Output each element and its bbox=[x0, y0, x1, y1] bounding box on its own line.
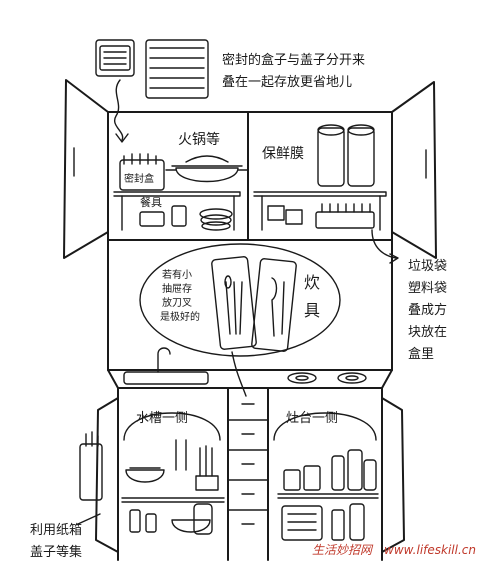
stove-side-items bbox=[277, 449, 379, 541]
cutlery-label-2: 具 bbox=[304, 301, 320, 320]
drawer-tip-line3: 放刀叉 bbox=[162, 296, 192, 309]
drawer-bubble bbox=[139, 243, 341, 357]
upper-right-door bbox=[391, 81, 437, 259]
upper-left-shelf bbox=[113, 191, 241, 231]
drawer-tip-line1: 若有小 bbox=[162, 268, 192, 281]
drawer-tip-line4: 是极好的 bbox=[160, 310, 200, 323]
cling-film-rolls bbox=[317, 124, 375, 187]
sealed-box-label: 密封盒 bbox=[124, 172, 154, 185]
bag-tip-line1: 垃圾袋 bbox=[408, 259, 447, 274]
lower-right-door bbox=[381, 397, 405, 553]
upper-left-door bbox=[63, 79, 109, 259]
watermark-cn: 生活妙招网 bbox=[312, 543, 374, 557]
sink-side-arch bbox=[123, 412, 221, 441]
bag-box-items bbox=[267, 203, 375, 229]
hotpot-pan bbox=[165, 155, 249, 183]
tableware-label: 餐具 bbox=[140, 195, 162, 209]
container-tip-line2: 叠在一起存放更省地儿 bbox=[222, 75, 352, 90]
stove-burners bbox=[287, 372, 367, 384]
carton-tip-line1: 利用纸箱 bbox=[30, 522, 82, 538]
carton-tip-line2: 盖子等集 bbox=[30, 544, 82, 560]
bag-tip-line3: 叠成方 bbox=[408, 302, 447, 318]
drawer-tip-line2: 抽屉存 bbox=[162, 282, 192, 295]
container-tip-line1: 密封的盒子与盖子分开来 bbox=[222, 52, 365, 68]
stove-side-label: 灶台一侧 bbox=[286, 411, 338, 426]
bag-tip-line2: 塑料袋 bbox=[408, 281, 447, 296]
carton-tip-arrow bbox=[77, 513, 101, 525]
countertop bbox=[107, 369, 393, 389]
stove-side-arch bbox=[273, 412, 377, 441]
watermark-url: www.lifeskill.cn bbox=[384, 543, 476, 557]
drawer-bubble-pointer bbox=[231, 351, 247, 397]
wall-outline bbox=[107, 239, 393, 371]
stacked-boxes-icon bbox=[95, 39, 209, 143]
hotpot-label: 火锅等 bbox=[178, 131, 220, 148]
upper-cabinet bbox=[107, 111, 393, 241]
lower-left-door bbox=[95, 397, 119, 553]
lower-cabinet bbox=[117, 387, 383, 561]
sink-side-label: 水槽一侧 bbox=[136, 411, 188, 426]
bag-tip-arrow bbox=[371, 229, 397, 259]
cutlery-label-1: 炊 bbox=[304, 273, 320, 292]
drawer-stack bbox=[227, 403, 269, 525]
bag-tip-line5: 盒里 bbox=[408, 346, 434, 362]
upper-right-shelf bbox=[253, 191, 387, 231]
carton-lid-rack bbox=[79, 431, 103, 501]
sink bbox=[123, 347, 209, 385]
cling-film-label: 保鲜膜 bbox=[262, 146, 304, 162]
sealed-box-stack bbox=[119, 153, 165, 191]
sink-side-items bbox=[121, 439, 225, 535]
bag-tip-line4: 块放在 bbox=[408, 325, 447, 340]
tableware-items bbox=[139, 205, 233, 231]
